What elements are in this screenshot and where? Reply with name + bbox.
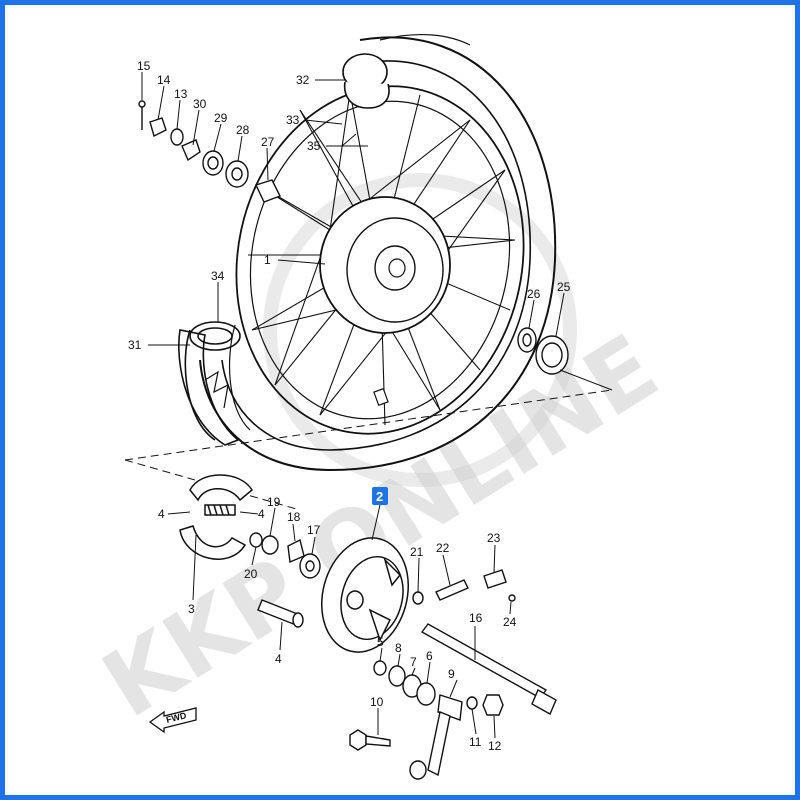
axle <box>420 623 557 715</box>
part-label-11: 10 <box>370 695 384 709</box>
part-label-32: 31 <box>128 338 142 352</box>
part-label-6: 5 <box>377 635 384 649</box>
highlighted-part-2[interactable]: 2 <box>372 487 388 505</box>
part-label-30: 29 <box>214 111 228 125</box>
part-label-19: 18 <box>287 510 301 524</box>
part-label-20: 19 <box>267 495 281 509</box>
part-label-28: 27 <box>261 135 275 149</box>
part-label-10: 9 <box>448 667 455 681</box>
part-label-36: 35 <box>307 139 321 153</box>
part-label-13: 12 <box>488 739 502 753</box>
part-label-16: 15 <box>137 59 151 73</box>
part-label-26: 25 <box>557 280 571 294</box>
fwd-label: FWD <box>165 710 188 725</box>
part-label-4-right: 4 <box>258 507 265 521</box>
part-label-5: 4 <box>275 652 282 666</box>
part-label-8: 7 <box>410 655 417 669</box>
part-label-21: 20 <box>244 567 258 581</box>
part-label-31: 30 <box>193 97 207 111</box>
leader-lines <box>141 72 565 739</box>
rim <box>235 85 525 435</box>
part-label-1: 1 <box>264 253 271 267</box>
part-label-3: 3 <box>188 602 195 616</box>
part-label-2: 2 <box>376 489 383 504</box>
panel-hardware <box>412 569 516 605</box>
part-label-29: 28 <box>236 123 250 137</box>
part-label-14: 13 <box>174 87 188 101</box>
valve-stem <box>373 387 389 407</box>
part-label-25: 24 <box>503 615 517 629</box>
highlight-box <box>372 487 388 505</box>
part-label-24: 23 <box>487 531 501 545</box>
part-label-35: 34 <box>211 269 225 283</box>
part-labels: 15 14 13 30 29 28 27 32 33 35 1 34 31 26… <box>128 59 571 753</box>
part-label-17: 16 <box>469 611 483 625</box>
part-label-4-left: 4 <box>158 507 165 521</box>
brake-shoes <box>179 474 253 560</box>
part-label-22: 21 <box>410 545 424 559</box>
part-label-12: 11 <box>469 735 482 749</box>
part-label-27: 26 <box>527 287 541 301</box>
part-label-23: 22 <box>436 541 450 555</box>
forward-arrow: FWD <box>148 707 197 734</box>
tube-segment <box>342 53 390 109</box>
spacer-and-seal <box>517 327 569 375</box>
part-label-33: 32 <box>296 73 310 87</box>
tire <box>184 33 557 472</box>
part-label-9: 8 <box>395 641 402 655</box>
inner-tube <box>178 321 241 446</box>
part-label-34: 33 <box>286 113 300 127</box>
hub <box>319 196 451 334</box>
axle-small-parts <box>138 100 281 203</box>
cam-and-lever <box>249 532 321 628</box>
brake-panel <box>320 537 410 653</box>
part-label-18: 17 <box>307 523 321 537</box>
part-label-15: 14 <box>157 73 171 87</box>
washers-and-link <box>373 660 504 780</box>
torque-link-bolt <box>349 729 391 751</box>
part-label-7: 6 <box>426 649 433 663</box>
